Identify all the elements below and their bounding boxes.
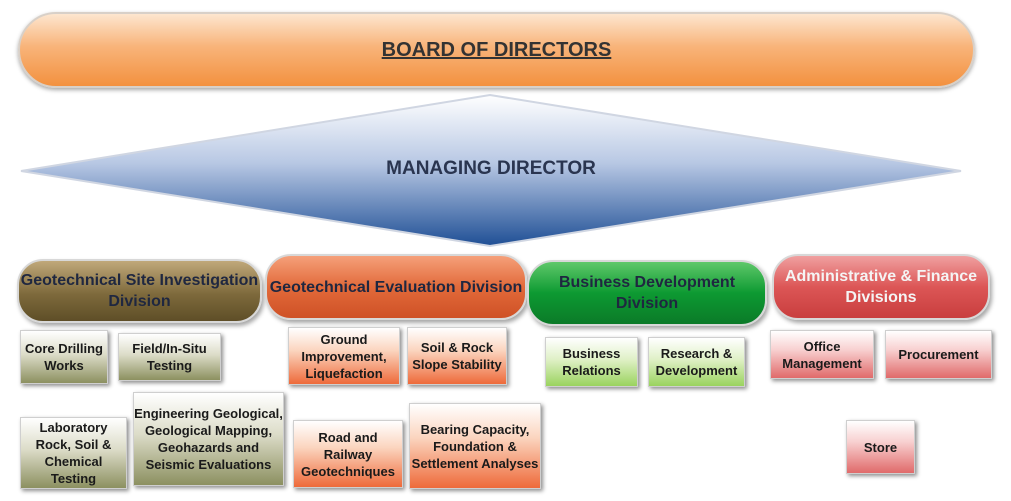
unit-store: Store — [846, 420, 915, 474]
unit-slope-stability: Soil & Rock Slope Stability — [407, 327, 507, 385]
division-title: Business Development Division — [558, 274, 736, 312]
division-business-development: Business Development Division — [527, 260, 767, 326]
unit-laboratory-testing: Laboratory Rock, Soil & Chemical Testing — [20, 417, 127, 489]
unit-field-testing: Field/In-Situ Testing — [118, 333, 221, 381]
unit-office-management: Office Management — [770, 330, 874, 379]
division-site-investigation: Geotechnical Site Investigation Division — [17, 259, 262, 323]
division-title: Administrative & Finance Divisions — [784, 268, 978, 306]
unit-procurement: Procurement — [885, 330, 992, 379]
unit-bearing-capacity: Bearing Capacity, Foundation & Settlemen… — [409, 403, 541, 489]
unit-core-drilling: Core Drilling Works — [20, 330, 108, 384]
unit-business-relations: Business Relations — [545, 337, 638, 387]
unit-road-railway: Road and Railway Geotechniques — [293, 420, 403, 488]
division-title: Geotechnical Site Investigation Division — [20, 272, 259, 310]
unit-engineering-geological: Engineering Geological, Geological Mappi… — [133, 392, 284, 486]
board-of-directors: BOARD OF DIRECTORS — [18, 12, 975, 88]
managing-director-shape — [20, 94, 962, 248]
division-administrative-finance: Administrative & Finance Divisions — [772, 254, 990, 320]
managing-director-label: MANAGING DIRECTOR — [386, 158, 596, 179]
board-title: BOARD OF DIRECTORS — [381, 38, 612, 61]
division-geotechnical-evaluation: Geotechnical Evaluation Division — [265, 254, 527, 320]
unit-research-development: Research & Development — [648, 337, 745, 387]
division-title: Geotechnical Evaluation Division — [269, 278, 523, 296]
unit-ground-improvement: Ground Improvement, Liquefaction — [288, 327, 400, 385]
